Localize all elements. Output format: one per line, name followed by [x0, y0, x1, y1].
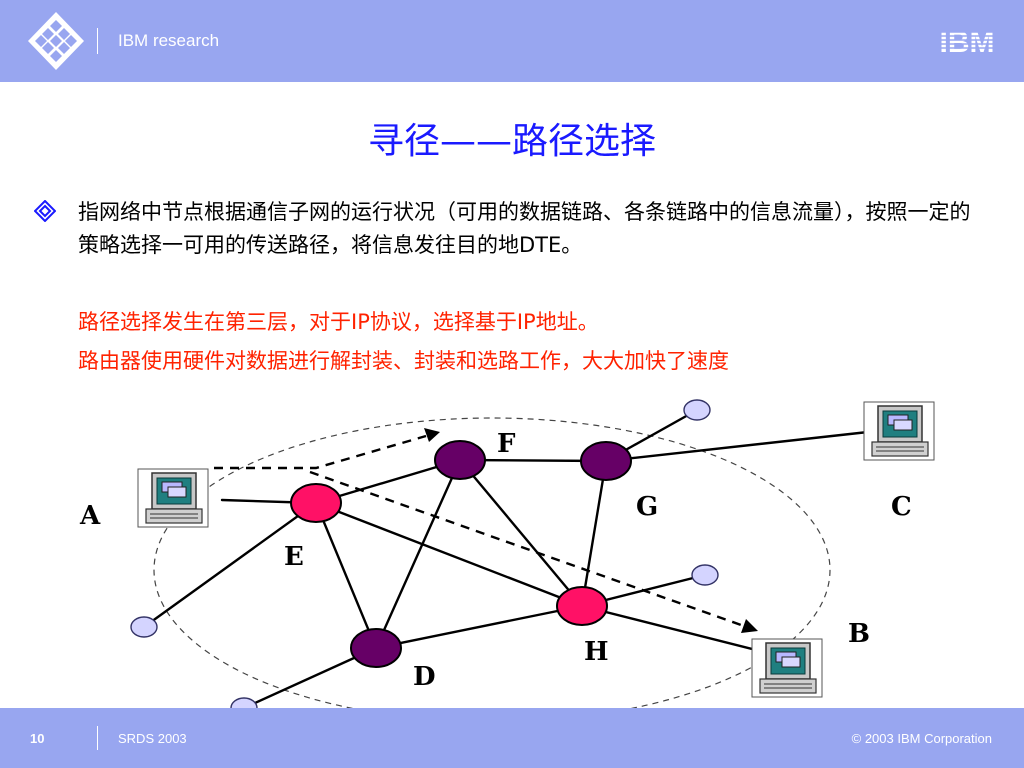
network-diagram: A B C D E F G H	[79, 399, 935, 708]
link-F-H	[458, 458, 584, 608]
label-A: A	[79, 501, 101, 531]
endpoint-node-top	[683, 399, 711, 421]
link-F-D	[374, 458, 462, 650]
label-H: H	[584, 637, 609, 667]
link-H-B	[580, 604, 766, 654]
diamond-grid-logo-icon	[28, 12, 84, 70]
label-E: E	[284, 542, 304, 572]
footer-divider	[97, 726, 98, 750]
svg-text:IBM: IBM	[940, 26, 995, 56]
endpoint-node-left	[130, 616, 158, 638]
label-G: G	[636, 492, 658, 522]
diamond-bullet-icon	[34, 200, 56, 222]
route-arrow-E-to-B	[309, 470, 745, 628]
link-E-endpoint	[142, 501, 318, 629]
label-D: D	[413, 662, 436, 692]
endpoint-node-right	[691, 564, 719, 586]
computer-terminal-icon-C	[863, 401, 935, 461]
endpoint-node-bottom	[230, 697, 258, 708]
route-arrow-A-to-F	[214, 434, 427, 470]
link-E-D	[314, 501, 378, 650]
page-number: 10	[30, 731, 45, 746]
router-F	[434, 440, 486, 480]
router-D	[350, 628, 402, 668]
label-C: C	[891, 492, 912, 522]
link-G-H	[580, 459, 608, 608]
label-B: B	[848, 619, 870, 649]
computer-terminal-icon-A	[137, 468, 209, 528]
footer-copyright: © 2003 IBM Corporation	[851, 731, 992, 746]
router-H	[556, 586, 608, 626]
brand-logo: IBM	[932, 26, 1002, 56]
link-G-C	[604, 430, 870, 463]
router-G	[580, 441, 632, 481]
arrowhead-F	[424, 428, 440, 442]
bullet-text: 指网络中节点根据通信子网的运行状况（可用的数据链路、各条链路中的信息流量），按照…	[78, 200, 971, 257]
header-bar: IBM research IBM	[0, 0, 1024, 82]
slide-title: 寻径——路径选择	[367, 121, 656, 162]
footer-event: SRDS 2003	[118, 731, 187, 746]
network-cloud-boundary	[153, 417, 831, 708]
note-line-2: 路由器使用硬件对数据进行解封装、封装和选路工作，大大加快了速度	[78, 349, 729, 373]
link-E-H	[314, 501, 584, 608]
footer-bar: 10 SRDS 2003 © 2003 IBM Corporation	[0, 708, 1024, 768]
link-D-H	[374, 604, 584, 650]
header-divider	[97, 28, 98, 54]
computer-terminal-icon-B	[751, 638, 823, 698]
bullet-item: 指网络中节点根据通信子网的运行状况（可用的数据链路、各条链路中的信息流量），按照…	[34, 196, 974, 262]
note-line-1: 路径选择发生在第三层，对于IP协议，选择基于IP地址。	[78, 310, 599, 334]
router-E	[290, 483, 342, 523]
org-name: IBM research	[118, 31, 220, 50]
label-F: F	[497, 429, 516, 459]
arrowhead-B	[741, 619, 758, 633]
